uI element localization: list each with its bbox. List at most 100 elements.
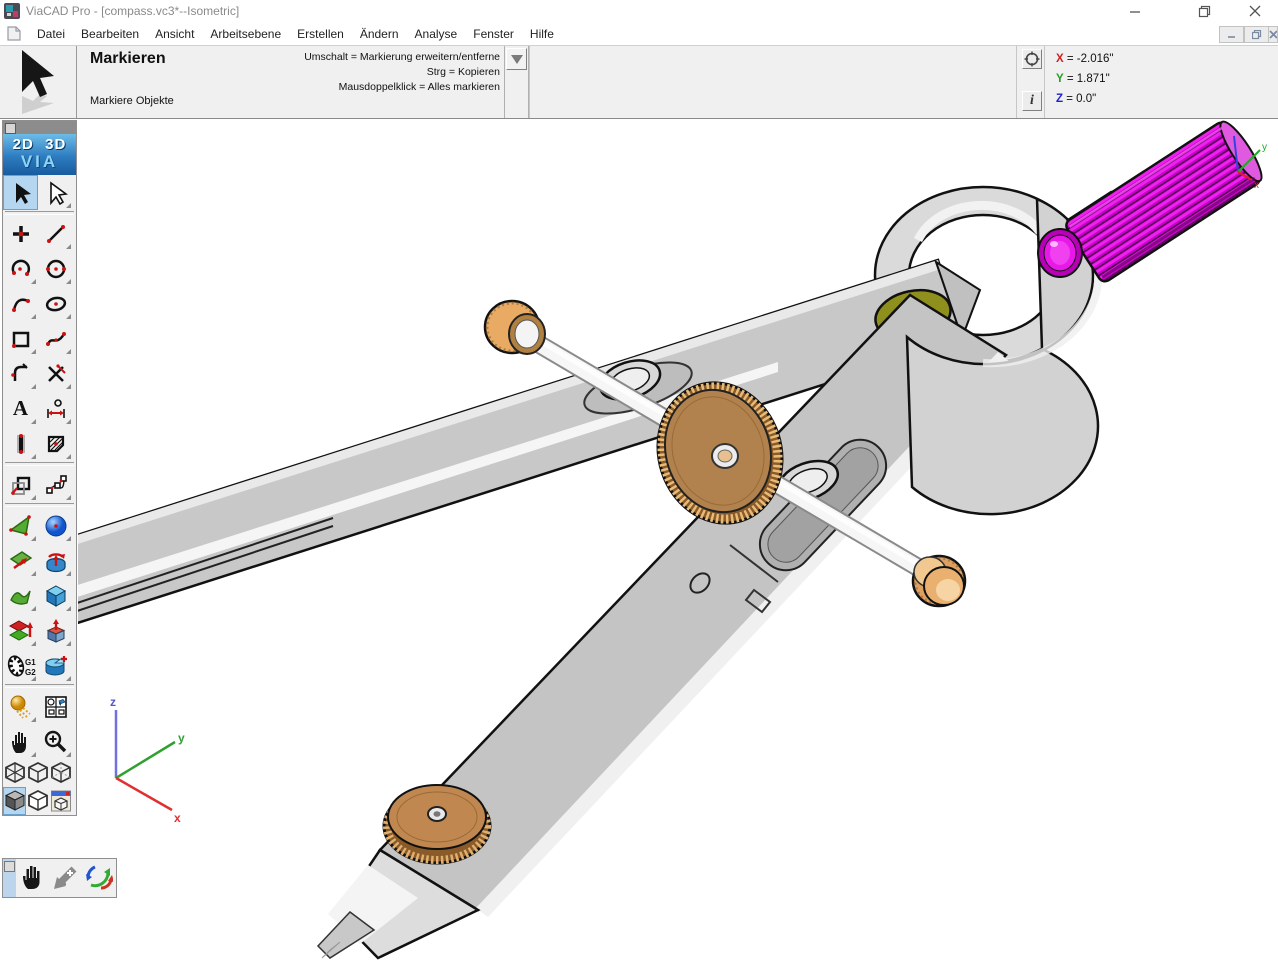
coordinate-x: X = -2.016" (1056, 53, 1113, 65)
child-minimize-button[interactable] (1219, 26, 1244, 43)
tool-line[interactable] (38, 216, 73, 251)
trim-icon (47, 363, 66, 382)
tool-split-solid[interactable] (38, 648, 73, 683)
select-arrow-outline-icon (49, 180, 68, 205)
tool-fillet[interactable] (3, 356, 38, 391)
z-label: Z (1056, 93, 1064, 105)
close-button[interactable] (1232, 0, 1278, 22)
window-title: ViaCAD Pro - [compass.vc3*--Isometric] (26, 4, 240, 18)
ellipse-icon (45, 296, 66, 311)
tool-arc[interactable] (3, 251, 38, 286)
z-value: = 0.0" (1066, 93, 1097, 105)
nav-pan-button[interactable] (16, 859, 49, 895)
knob-cap-left (483, 299, 546, 355)
tool-revolve[interactable] (38, 543, 73, 578)
loft-icon (8, 619, 33, 641)
info-icon: i (1030, 93, 1034, 108)
menu-erstellen[interactable]: Erstellen (297, 26, 344, 41)
tool-rectangle[interactable] (3, 321, 38, 356)
tool-select-alt[interactable] (38, 175, 73, 210)
compass-3d-model: y x z y x (78, 120, 1267, 960)
view-navigation-toolbar (2, 858, 117, 898)
tool-extrude-face[interactable] (38, 613, 73, 648)
view-shaded[interactable] (3, 787, 26, 815)
view-wireframe-full[interactable] (3, 759, 26, 787)
minimize-button[interactable] (1112, 0, 1158, 22)
poly-points-icon (45, 474, 67, 494)
toolbar-handle[interactable] (3, 859, 16, 897)
tool-surface-patch[interactable] (3, 578, 38, 613)
tool-mesh-surface[interactable] (3, 508, 38, 543)
tool-pan[interactable] (3, 724, 38, 759)
menu-arbeitsebene[interactable]: Arbeitsebene (210, 26, 282, 41)
tool-copy-offset[interactable] (3, 467, 38, 502)
info-button[interactable]: i (1022, 91, 1042, 111)
viewport-3d[interactable]: y x z y x (0, 117, 1278, 962)
document-icon[interactable] (7, 26, 21, 41)
orbit-rotate-icon (85, 865, 113, 890)
zebra-g1-label: G1 (25, 658, 36, 667)
tool-select[interactable] (3, 175, 38, 210)
cursor-arrow-icon (22, 50, 54, 114)
tool-thick-line[interactable] (3, 426, 38, 461)
tool-loft[interactable] (3, 613, 38, 648)
nav-orbit-button[interactable] (82, 859, 115, 895)
tool-plane[interactable] (3, 543, 38, 578)
restore-button[interactable] (1181, 0, 1227, 22)
shaded-edges-cube-icon (27, 789, 48, 812)
menu-bar: Datei Bearbeiten Ansicht Arbeitsebene Er… (0, 22, 1278, 45)
tool-options-dropdown[interactable] (506, 48, 527, 70)
toolbar-separator (5, 684, 74, 688)
tool-dimension[interactable] (38, 391, 73, 426)
solid-cube-icon (45, 584, 66, 607)
toolbar-grip-icon (4, 861, 15, 872)
tool-poly-points[interactable] (38, 467, 73, 502)
tool-zoom[interactable] (38, 724, 73, 759)
child-close-button[interactable] (1269, 26, 1278, 43)
child-restore-button[interactable] (1244, 26, 1269, 43)
menu-aendern[interactable]: Ändern (359, 26, 399, 41)
tool-solid-cube[interactable] (38, 578, 73, 613)
tool-layout-views[interactable] (38, 689, 73, 724)
nav-zoom-button[interactable] (49, 859, 82, 895)
tool-curve[interactable] (3, 286, 38, 321)
render-window-icon (50, 790, 71, 812)
menu-hilfe[interactable]: Hilfe (529, 26, 554, 41)
menu-bearbeiten[interactable]: Bearbeiten (81, 26, 140, 41)
dimension-icon (46, 398, 65, 418)
tool-trim[interactable] (38, 356, 73, 391)
tool-ellipse[interactable] (38, 286, 73, 321)
hint-shift: Umschalt = Markierung erweitern/entferne (304, 51, 500, 63)
tool-sphere[interactable] (38, 508, 73, 543)
tool-text[interactable]: A (3, 391, 38, 426)
wire-cube-icon (27, 761, 48, 784)
tool-options-column (504, 46, 529, 118)
tracking-point-button[interactable] (1022, 49, 1042, 69)
view-hidden-line[interactable] (49, 759, 72, 787)
tool-zebra-analysis[interactable]: G1 G2 (3, 648, 38, 683)
toolbar-handle[interactable] (3, 121, 76, 134)
sphere-icon (45, 515, 66, 536)
thumbscrew-button (1037, 228, 1083, 278)
view-wireframe[interactable] (26, 759, 49, 787)
logo-2d: 2D (12, 136, 34, 153)
knob-cap-right (911, 554, 967, 608)
tool-point[interactable] (3, 216, 38, 251)
logo-3d: 3D (45, 136, 67, 153)
menu-ansicht[interactable]: Ansicht (155, 26, 195, 41)
small-gear (382, 784, 492, 865)
menu-analyse[interactable]: Analyse (414, 26, 458, 41)
menu-fenster[interactable]: Fenster (473, 26, 514, 41)
tool-circle[interactable] (38, 251, 73, 286)
menu-datei[interactable]: Datei (37, 26, 66, 41)
hidden-line-cube-icon (50, 761, 71, 784)
view-shaded-edges[interactable] (26, 787, 49, 815)
view-render-window[interactable] (49, 787, 72, 815)
curve-icon (11, 297, 30, 312)
tool-render-material[interactable] (3, 689, 38, 724)
compass-arm-upper (78, 258, 982, 625)
tool-hatch[interactable] (38, 426, 73, 461)
tool-subtitle: Markiere Objekte (90, 95, 174, 107)
tool-spline[interactable] (38, 321, 73, 356)
